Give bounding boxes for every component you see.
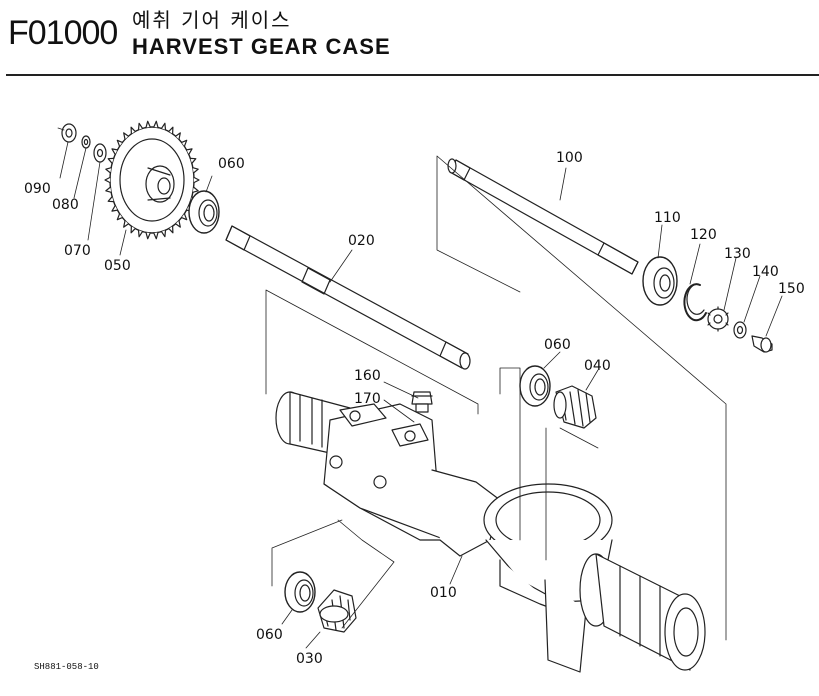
gear-tooth xyxy=(160,229,167,238)
gear-tooth xyxy=(175,220,181,228)
callout-040: 040 xyxy=(584,358,611,374)
part-020-shaft xyxy=(225,225,471,370)
gear-tooth xyxy=(116,139,123,147)
gear-tooth xyxy=(107,196,115,203)
gear-tooth xyxy=(137,122,144,131)
callout-010: 010 xyxy=(430,585,457,601)
gear-tooth xyxy=(168,225,174,234)
gear-tooth xyxy=(186,148,193,155)
gear-tooth xyxy=(130,126,136,135)
part-030-bevel-gear xyxy=(317,589,357,633)
part-040-bevel-gear xyxy=(553,385,597,429)
part-080-lock-washer xyxy=(81,135,91,149)
drawing-reference-code: SH881-058-10 xyxy=(34,662,99,672)
part-100-shaft xyxy=(447,158,639,275)
callout-080: 080 xyxy=(52,197,79,213)
callout-050: 050 xyxy=(104,258,131,274)
part-010-gear-case xyxy=(275,391,706,673)
part-090-nut xyxy=(61,123,77,143)
callout-130: 130 xyxy=(724,246,751,262)
part-060-bearing-lower xyxy=(284,571,316,613)
callout-140: 140 xyxy=(752,264,779,280)
callout-060-lower: 060 xyxy=(256,627,283,643)
part-060-bearing-middle xyxy=(519,365,551,407)
gear-tooth xyxy=(153,231,159,240)
page-header: F01000 예취 기어 케이스 HARVEST GEAR CASE xyxy=(0,0,819,80)
part-050-spur-gear xyxy=(104,120,200,240)
gear-tooth xyxy=(175,132,181,140)
header-rule xyxy=(6,74,819,76)
gear-tooth xyxy=(105,186,112,193)
gear-tooth xyxy=(181,213,188,221)
gear-tooth xyxy=(189,157,197,164)
gear-tooth xyxy=(192,167,199,174)
callout-150: 150 xyxy=(778,281,805,297)
gear-tooth xyxy=(193,176,200,184)
gear-tooth xyxy=(104,176,111,184)
callout-060-middle: 060 xyxy=(544,337,571,353)
callout-090: 090 xyxy=(24,181,51,197)
gear-tooth xyxy=(107,157,115,164)
gear-tooth xyxy=(160,122,167,131)
gear-tooth xyxy=(137,229,144,238)
callout-070: 070 xyxy=(64,243,91,259)
callout-030: 030 xyxy=(296,651,323,667)
callout-100: 100 xyxy=(556,150,583,166)
assembly-guide-lines xyxy=(265,155,727,641)
part-130-small-gear xyxy=(707,306,729,332)
title-korean: 예취 기어 케이스 xyxy=(132,8,292,32)
part-150-bolt xyxy=(751,335,773,353)
gear-tooth xyxy=(111,148,118,155)
page-code: F01000 xyxy=(8,14,118,52)
part-070-washer xyxy=(93,143,107,163)
gear-tooth xyxy=(130,225,136,234)
gear-tooth xyxy=(145,120,151,129)
part-060-bearing-upper xyxy=(188,190,220,234)
callout-110: 110 xyxy=(654,210,681,226)
gear-tooth xyxy=(116,213,123,221)
part-120-circlip xyxy=(683,283,707,322)
part-140-washer xyxy=(733,321,747,339)
gear-tooth xyxy=(153,120,159,129)
gear-tooth xyxy=(105,167,112,174)
part-160-plug xyxy=(411,391,433,413)
gear-tooth xyxy=(181,139,188,147)
title-english: HARVEST GEAR CASE xyxy=(132,34,391,59)
callout-labels: 090 080 070 050 060 020 100 110 120 130 … xyxy=(24,150,805,667)
callout-020: 020 xyxy=(348,233,375,249)
callout-060-upper: 060 xyxy=(218,156,245,172)
callout-170: 170 xyxy=(354,391,381,407)
leader-lines xyxy=(57,127,783,649)
gear-tooth xyxy=(145,231,151,240)
part-110-bearing xyxy=(642,256,678,306)
gear-tooth xyxy=(168,126,174,135)
callout-120: 120 xyxy=(690,227,717,243)
gear-tooth xyxy=(192,186,199,193)
callout-160: 160 xyxy=(354,368,381,384)
gear-tooth xyxy=(123,132,129,140)
gear-tooth xyxy=(111,205,118,212)
gear-tooth xyxy=(123,220,129,228)
